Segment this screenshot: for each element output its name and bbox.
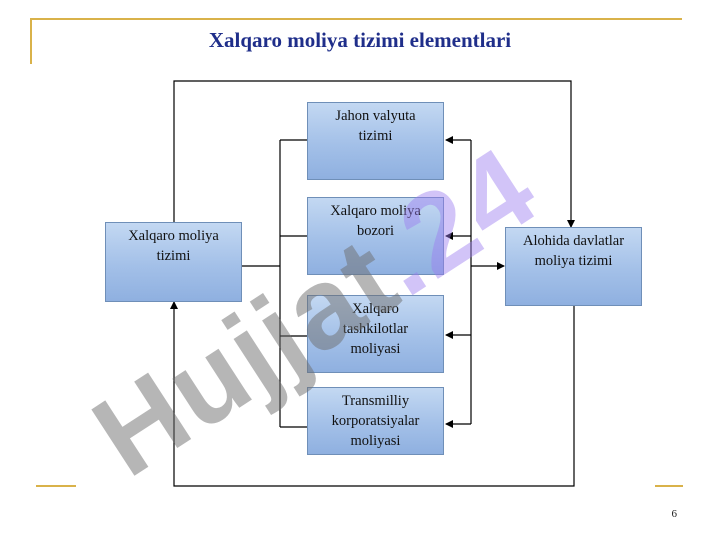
- box-xalqaro-moliya-tizimi: Xalqaro moliya tizimi: [105, 222, 242, 302]
- box-alohida-davlatlar-moliya-tizimi: Alohida davlatlar moliya tizimi: [505, 227, 642, 306]
- slide-title: Xalqaro moliya tizimi elementlari: [208, 28, 512, 52]
- footer-line-left: [36, 485, 76, 487]
- outer-bottom-connector: [170, 301, 575, 487]
- page-number: 6: [671, 508, 678, 520]
- footer-line-right: [655, 485, 683, 487]
- box-transmilliy-korporatsiyalar-moliyasi: Transmilliy korporatsiyalar moliyasi: [307, 387, 444, 455]
- outer-top-connector: [173, 80, 575, 228]
- box-jahon-valyuta-tizimi: Jahon valyuta tizimi: [307, 102, 444, 180]
- box-xalqaro-tashkilotlar-moliyasi: Xalqaro tashkilotlar moliyasi: [307, 295, 444, 373]
- left-border-line: [30, 18, 32, 64]
- top-border-line: [30, 18, 682, 20]
- box-xalqaro-moliya-bozori: Xalqaro moliya bozori: [307, 197, 444, 275]
